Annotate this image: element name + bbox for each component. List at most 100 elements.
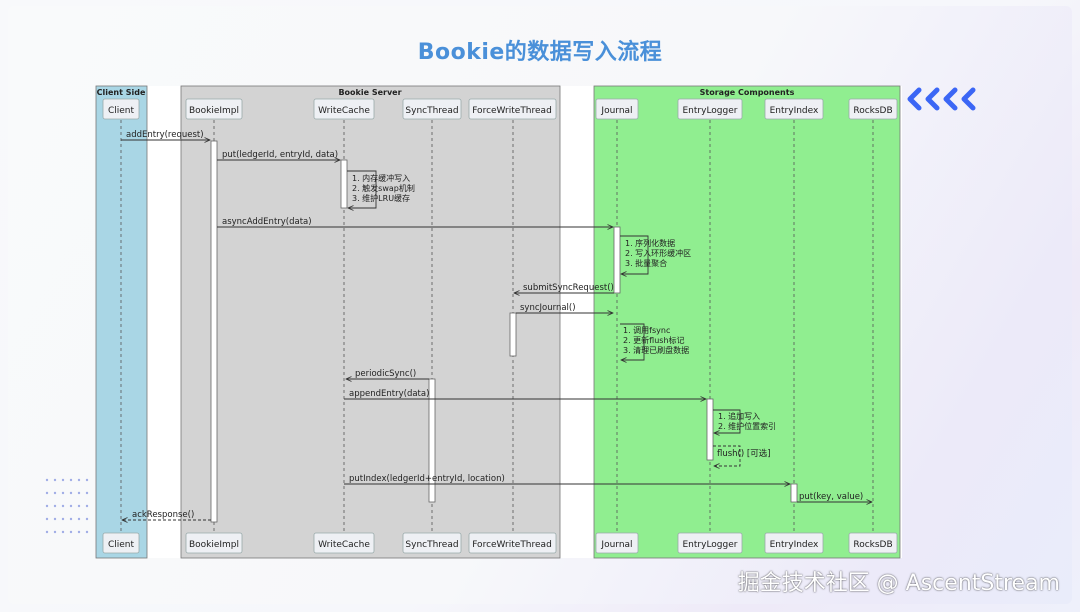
svg-text:WriteCache: WriteCache — [318, 540, 370, 550]
decor-dot — [53, 478, 57, 482]
decor-dot — [69, 504, 73, 508]
note-writecache-3: 3. 维护LRU缓存 — [352, 193, 410, 203]
arrow-self-writecache — [347, 170, 377, 208]
label-syncjournal: syncJournal() — [520, 303, 576, 313]
note-journal-2: 2. 写入环形缓冲区 — [625, 248, 691, 258]
decor-dot — [45, 504, 49, 508]
label-put: put(ledgerId, entryId, data) — [222, 150, 338, 160]
participant-writecache: WriteCache — [313, 98, 375, 120]
participant-entrylogger: EntryLogger — [677, 98, 743, 120]
svg-text:SyncThread: SyncThread — [405, 540, 458, 550]
svg-text:EntryIndex: EntryIndex — [770, 106, 819, 116]
message-arrows — [121, 140, 872, 520]
chevron-left-icon — [907, 87, 976, 111]
svg-text:ForceWriteThread: ForceWriteThread — [472, 106, 552, 116]
participant-entryindex: EntryIndex — [764, 532, 824, 554]
participant-forcewritethread: ForceWriteThread — [468, 98, 557, 120]
svg-text:EntryIndex: EntryIndex — [770, 540, 819, 550]
label-put-kv: put(key, value) — [799, 492, 863, 502]
decor-dot — [53, 504, 57, 508]
participant-rocksdb: RocksDB — [848, 532, 898, 554]
svg-text:RocksDB: RocksDB — [853, 106, 892, 116]
participants-top: Client BookieImpl WriteCache SyncThread … — [102, 98, 898, 120]
activation-bars — [210, 140, 798, 523]
decor-dot — [45, 491, 49, 495]
group-client-side: Client Side — [95, 85, 148, 559]
participant-bookieimpl: BookieImpl — [185, 98, 243, 120]
decor-dot — [69, 491, 73, 495]
participant-client: Client — [102, 532, 140, 554]
participant-entrylogger: EntryLogger — [677, 532, 743, 554]
decor-dot — [77, 517, 81, 521]
decor-dot — [45, 530, 49, 534]
svg-text:Client: Client — [108, 106, 135, 116]
label-submitsyncrequest: submitSyncRequest() — [523, 283, 614, 293]
activation-bookieimpl — [210, 140, 218, 523]
decor-dot — [77, 478, 81, 482]
note-journal-3: 3. 批量聚合 — [625, 258, 667, 268]
arrow-flush — [713, 445, 741, 466]
watermark: 掘金技术社区 @ AscentStream — [737, 571, 1060, 596]
svg-text:EntryLogger: EntryLogger — [683, 106, 738, 116]
decor-dot — [77, 504, 81, 508]
svg-text:Journal: Journal — [600, 106, 632, 116]
label-ackresponse: ackResponse() — [132, 510, 194, 520]
participant-syncthread: SyncThread — [402, 532, 462, 554]
participant-journal: Journal — [595, 532, 639, 554]
svg-text:Journal: Journal — [600, 540, 632, 550]
participant-bookieimpl: BookieImpl — [185, 532, 243, 554]
participant-syncthread: SyncThread — [402, 98, 462, 120]
note-entrylogger-2: 2. 维护位置索引 — [718, 421, 776, 431]
svg-text:BookieImpl: BookieImpl — [189, 106, 239, 116]
svg-text:WriteCache: WriteCache — [318, 106, 370, 116]
slide-title: Bookie的数据写入流程 — [417, 40, 663, 65]
decor-dot — [77, 491, 81, 495]
note-fsync-3: 3. 清理已刷盘数据 — [623, 345, 689, 355]
activation-syncthread — [428, 378, 436, 503]
decor-dot — [69, 478, 73, 482]
participant-client: Client — [102, 98, 140, 120]
decor-dot — [53, 491, 57, 495]
label-flush: flush() [可选] — [717, 448, 771, 459]
group-label: Client Side — [97, 88, 146, 97]
decor-dot — [85, 478, 89, 482]
decor-dot — [53, 517, 57, 521]
decor-dot — [61, 478, 65, 482]
svg-text:SyncThread: SyncThread — [405, 106, 458, 116]
participant-entryindex: EntryIndex — [764, 98, 824, 120]
decor-dot — [85, 504, 89, 508]
dot-grid-decoration — [45, 478, 89, 534]
participant-journal: Journal — [595, 98, 639, 120]
activation-journal — [613, 226, 621, 294]
label-putindex: putIndex(ledgerId+entryId, location) — [349, 474, 505, 484]
decor-dot — [61, 517, 65, 521]
group-storage-components: Storage Components — [593, 85, 901, 559]
note-writecache-2: 2. 触发swap机制 — [352, 183, 415, 193]
label-periodicsync: periodicSync() — [355, 369, 416, 379]
arrow-self-entrylogger — [713, 409, 741, 433]
decor-dot — [53, 530, 57, 534]
svg-text:ForceWriteThread: ForceWriteThread — [472, 540, 552, 550]
decor-dot — [61, 530, 65, 534]
arrow-self-fsync — [620, 323, 645, 360]
svg-text:BookieImpl: BookieImpl — [189, 540, 239, 550]
activation-forcewritethread — [509, 312, 517, 357]
note-writecache-1: 1. 内存缓冲写入 — [352, 173, 410, 183]
note-fsync-1: 1. 调用fsync — [623, 326, 670, 335]
decor-dot — [61, 491, 65, 495]
participant-writecache: WriteCache — [313, 532, 375, 554]
label-appendentry: appendEntry(data) — [349, 389, 429, 399]
note-entrylogger-1: 1. 追加写入 — [718, 411, 760, 421]
participants-bottom: Client BookieImpl WriteCache SyncThread … — [102, 532, 898, 554]
decor-dot — [85, 530, 89, 534]
svg-text:Client: Client — [108, 540, 135, 550]
decor-dot — [61, 504, 65, 508]
activation-entryindex — [790, 483, 798, 503]
decor-dot — [45, 517, 49, 521]
label-asyncaddentry: asyncAddEntry(data) — [222, 217, 312, 227]
message-labels: addEntry(request) put(ledgerId, entryId,… — [126, 130, 863, 520]
participant-rocksdb: RocksDB — [848, 98, 898, 120]
decor-dot — [69, 517, 73, 521]
